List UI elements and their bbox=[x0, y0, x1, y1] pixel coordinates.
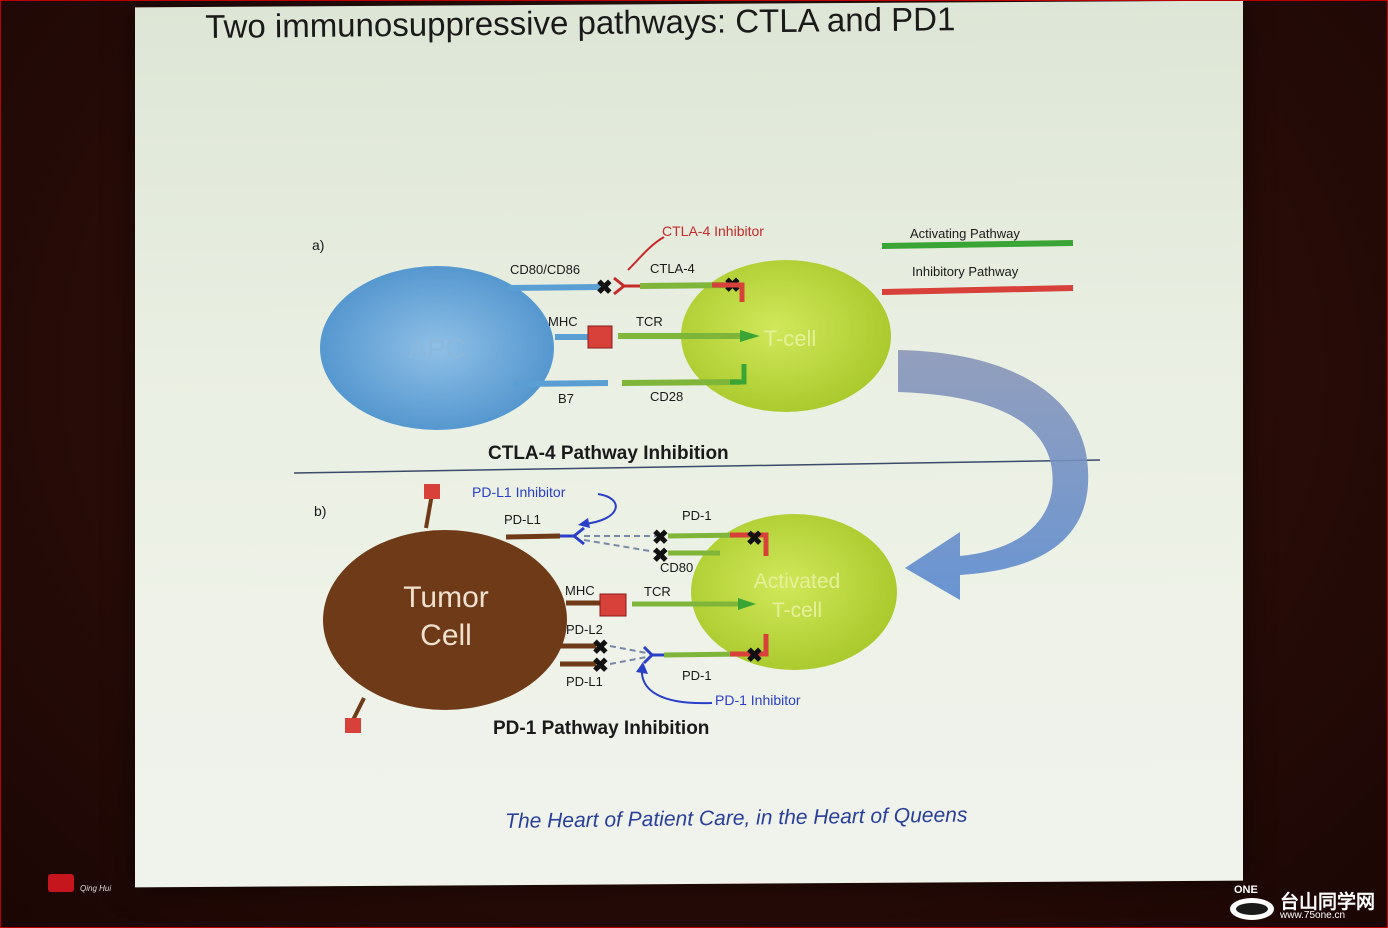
cd80-cd86-bar bbox=[507, 284, 601, 291]
pdl1-bottom-label: PD-L1 bbox=[566, 674, 603, 689]
brand-one-text: ONE bbox=[1234, 884, 1258, 896]
tcr-activate-arrow-b bbox=[738, 598, 756, 610]
legend-activating-label: Activating Pathway bbox=[910, 226, 1020, 241]
tumor-label-line1: Tumor bbox=[403, 581, 489, 614]
pdl1-top-label: PD-L1 bbox=[504, 512, 541, 527]
pdl1-dash-2 bbox=[583, 539, 657, 553]
cd28-bar bbox=[621, 379, 741, 386]
x-mark-pd1-top: ✖ bbox=[652, 527, 669, 549]
x-mark-cd80-b: ✖ bbox=[652, 545, 669, 567]
tcr-activate-arrow bbox=[740, 330, 760, 342]
pdl1-top-bar bbox=[505, 533, 561, 540]
inhibit-arrow-a bbox=[712, 282, 745, 302]
pd1-inhibitor-label: PD-1 Inhibitor bbox=[715, 692, 801, 708]
activated-label-line1: Activated bbox=[754, 570, 840, 593]
inhibit-arrow-b-bottom bbox=[730, 634, 769, 657]
x-mark-pdl2: ✖ bbox=[592, 637, 609, 659]
pd1-bottom-label: PD-1 bbox=[682, 668, 712, 683]
tumor-antigen-bottom bbox=[345, 718, 361, 733]
tumor-cell bbox=[323, 530, 567, 710]
x-mark-inhibit-bottom: ✖ bbox=[746, 645, 763, 667]
camera-icon bbox=[48, 874, 74, 892]
ctla4-label: CTLA-4 bbox=[650, 261, 695, 276]
pd1-inhibitor-arrow bbox=[640, 667, 713, 705]
ctla4-inhibitor-arrow bbox=[627, 236, 665, 271]
pdl2-dash bbox=[609, 645, 653, 655]
ctla4-inhibitor-y bbox=[613, 276, 640, 296]
pd1-top-label: PD-1 bbox=[682, 508, 712, 523]
antigen-square-b bbox=[599, 593, 627, 617]
brand-url: www.75one.cn bbox=[1280, 910, 1346, 921]
panel-a-tag: a) bbox=[312, 237, 324, 253]
antigen-square-a bbox=[587, 325, 613, 349]
b7-bar bbox=[513, 380, 609, 387]
mhc-label-b: MHC bbox=[565, 583, 595, 598]
panel-b-tag: b) bbox=[314, 503, 326, 519]
cd80-cd86-label: CD80/CD86 bbox=[510, 262, 580, 277]
activated-label-line2: T-cell bbox=[772, 599, 822, 622]
x-mark-inhibit-top: ✖ bbox=[746, 528, 763, 550]
pdl1-inhibitor-arrow bbox=[583, 493, 617, 525]
brand-chinese-name: 台山同学网 bbox=[1280, 891, 1376, 913]
pdl1-bottom-dash bbox=[609, 655, 653, 665]
activated-tcell bbox=[691, 514, 897, 670]
apc-cell bbox=[320, 266, 554, 430]
b7-label: B7 bbox=[558, 391, 574, 406]
pd1-inhibitor-arrowhead bbox=[636, 662, 648, 674]
legend-inhibitory-label: Inhibitory Pathway bbox=[912, 264, 1019, 279]
apc-label: APC bbox=[408, 333, 466, 364]
x-mark-cd80: ✖ bbox=[596, 277, 613, 299]
tcell-a bbox=[681, 260, 891, 412]
pdl1-inhibitor-arrowhead bbox=[578, 518, 590, 528]
tumor-label-line2: Cell bbox=[420, 619, 472, 652]
x-mark-pdl1-bottom: ✖ bbox=[592, 655, 609, 677]
pdl2-label: PD-L2 bbox=[566, 622, 603, 637]
pd1-inhibitor-y bbox=[642, 645, 664, 665]
mhc-label: MHC bbox=[548, 314, 578, 329]
site-watermark: ONE 台山同学网 www.75one.cn bbox=[1228, 884, 1384, 924]
panel-divider bbox=[293, 459, 1101, 474]
tumor-antigen-top bbox=[424, 484, 440, 499]
tcell-a-label: T-cell bbox=[764, 326, 817, 351]
globe-icon bbox=[1230, 898, 1274, 920]
panel-b-caption: PD-1 Pathway Inhibition bbox=[493, 718, 709, 739]
legend-inhibitory-line bbox=[881, 285, 1074, 295]
tumor-stalk-top bbox=[424, 493, 434, 529]
transition-arrow bbox=[898, 350, 1089, 600]
legend-activating-line bbox=[881, 240, 1074, 249]
panel-a-caption: CTLA-4 Pathway Inhibition bbox=[488, 443, 729, 464]
pdl1-inhibitor-label: PD-L1 Inhibitor bbox=[472, 484, 566, 500]
cd28-label: CD28 bbox=[650, 389, 683, 404]
inhibit-arrow-b-top bbox=[730, 532, 769, 556]
cd80-label-b: CD80 bbox=[660, 560, 693, 575]
tcr-label: TCR bbox=[636, 314, 663, 329]
photographer-watermark: Qing Hui bbox=[48, 870, 126, 894]
photographer-name: Qing Hui bbox=[80, 884, 112, 893]
ctla4-inhibitor-label: CTLA-4 Inhibitor bbox=[662, 223, 764, 239]
tcr-label-b: TCR bbox=[644, 584, 671, 599]
cd28-activate-arrow bbox=[730, 364, 747, 385]
pdl1-inhibitor-y bbox=[560, 526, 585, 546]
